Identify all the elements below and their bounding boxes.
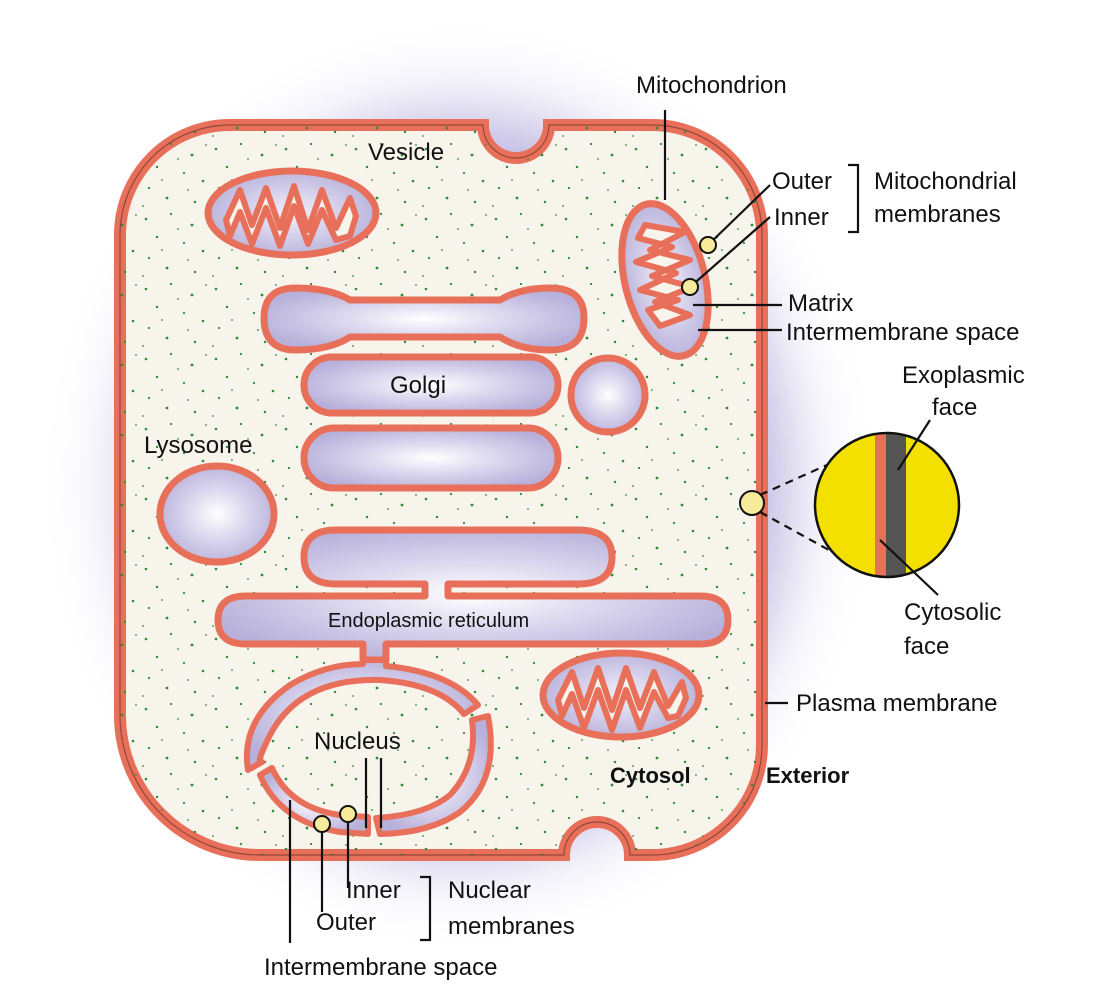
exoplasmic-leader xyxy=(897,419,931,471)
label-intermembrane-space-nuclear: Intermembrane space xyxy=(264,954,497,981)
label-exterior: Exterior xyxy=(766,763,850,788)
label-nucleus: Nucleus xyxy=(314,728,401,755)
golgi-middle-cisterna xyxy=(300,353,562,417)
label-cytosolic-1: Cytosolic xyxy=(904,599,1001,626)
mitochondrion-bottom-right xyxy=(539,649,703,741)
label-inner-nuclear: Inner xyxy=(346,877,401,904)
golgi-lower-cisterna xyxy=(300,424,562,492)
label-intermembrane-space-mito: Intermembrane space xyxy=(786,319,1019,346)
inner-nuclear-marker xyxy=(339,805,357,823)
label-matrix: Matrix xyxy=(788,290,853,317)
golgi-top-cisterna xyxy=(260,284,588,354)
nuclear-membranes-bracket xyxy=(420,875,432,942)
label-exoplasmic-1: Exoplasmic xyxy=(902,362,1025,389)
label-cytosol: Cytosol xyxy=(610,763,691,788)
outer-nuclear-marker xyxy=(313,815,331,833)
inner-mito-leader xyxy=(689,216,771,288)
label-vesicle: Vesicle xyxy=(368,139,444,166)
plasma-membrane-marker xyxy=(739,490,765,516)
label-cytosolic-2: face xyxy=(904,633,949,660)
mitochondrion-right xyxy=(618,200,712,360)
label-plasma-membrane: Plasma membrane xyxy=(796,690,997,717)
label-inner-mito: Inner xyxy=(774,204,829,231)
label-mito-membranes-2: membranes xyxy=(874,201,1001,228)
bilayer-zoom-border xyxy=(813,431,961,579)
label-nuclear-membranes-1: Nuclear xyxy=(448,877,531,904)
bilayer-zoom-circle xyxy=(815,433,959,577)
vesicle xyxy=(567,354,649,436)
zoom-line-top xyxy=(759,458,839,497)
mitochondrion-top-left xyxy=(204,167,380,259)
label-exoplasmic-2: face xyxy=(932,394,977,421)
label-mitochondrion: Mitochondrion xyxy=(636,72,787,99)
label-lysosome: Lysosome xyxy=(144,432,253,459)
zoom-line-bottom xyxy=(759,511,839,556)
label-outer-mito: Outer xyxy=(772,168,832,195)
label-er: Endoplasmic reticulum xyxy=(328,610,529,632)
mito-membranes-bracket xyxy=(848,163,860,234)
cytosolic-leader xyxy=(879,539,939,596)
outer-mito-marker xyxy=(699,236,717,254)
label-outer-nuclear: Outer xyxy=(316,909,376,936)
label-nuclear-membranes-2: membranes xyxy=(448,913,575,940)
lysosome xyxy=(156,462,278,566)
label-golgi: Golgi xyxy=(390,372,446,399)
outer-mito-leader xyxy=(707,184,771,246)
inner-mito-marker xyxy=(681,278,699,296)
label-mito-membranes-1: Mitochondrial xyxy=(874,168,1017,195)
